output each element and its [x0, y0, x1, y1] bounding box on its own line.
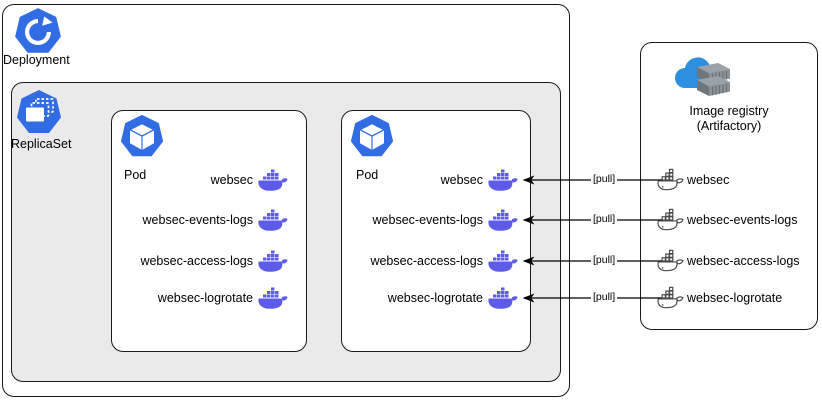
cloud-container-registry-icon [675, 57, 730, 96]
registry-image-row[interactable]: websec-access-logs [655, 244, 800, 278]
image-registry-label: Image registry (Artifactory) [640, 104, 818, 134]
container-row[interactable]: websec [348, 163, 518, 197]
container-row[interactable]: websec [118, 163, 288, 197]
container-name: websec-events-logs [142, 213, 253, 227]
registry-image-name: websec-logrotate [687, 291, 783, 305]
container-row[interactable]: websec-logrotate [348, 281, 518, 315]
container-row[interactable]: websec-events-logs [348, 203, 518, 237]
docker-outline-icon [657, 249, 684, 272]
container-name: websec-access-logs [370, 254, 483, 268]
kubernetes-deployment-icon [15, 8, 61, 53]
docker-icon [488, 250, 518, 272]
docker-icon [488, 169, 518, 191]
container-name: websec [440, 173, 483, 187]
kubernetes-pod-icon [120, 114, 164, 157]
pull-label: [pull] [591, 173, 618, 185]
container-row[interactable]: websec-logrotate [118, 281, 288, 315]
registry-title-line1: Image registry [689, 104, 769, 118]
pull-label: [pull] [591, 213, 618, 225]
docker-icon [258, 287, 288, 309]
pull-label: [pull] [591, 254, 618, 266]
pod-label-1: Pod [124, 168, 147, 182]
container-row[interactable]: websec-access-logs [118, 244, 288, 278]
container-row[interactable]: websec-access-logs [348, 244, 518, 278]
replicaset-label: ReplicaSet [11, 137, 72, 151]
docker-icon [488, 287, 518, 309]
deployment-label: Deployment [3, 53, 70, 67]
pod-label-2: Pod [356, 168, 379, 182]
docker-icon [488, 209, 518, 231]
docker-outline-icon [657, 168, 684, 191]
kubernetes-replicaset-icon [17, 90, 61, 133]
docker-icon [258, 209, 288, 231]
pull-label: [pull] [591, 291, 618, 303]
registry-image-name: websec-events-logs [687, 213, 798, 227]
registry-image-name: websec-access-logs [687, 254, 800, 268]
container-name: websec [210, 173, 253, 187]
registry-title-line2: (Artifactory) [696, 119, 762, 133]
docker-icon [258, 250, 288, 272]
registry-image-row[interactable]: websec [655, 163, 729, 197]
container-name: websec-access-logs [140, 254, 253, 268]
container-row[interactable]: websec-events-logs [118, 203, 288, 237]
docker-icon [258, 169, 288, 191]
docker-outline-icon [657, 286, 684, 309]
registry-image-name: websec [687, 173, 730, 187]
docker-outline-icon [657, 208, 684, 231]
registry-image-row[interactable]: websec-events-logs [655, 203, 797, 237]
container-name: websec-logrotate [157, 291, 253, 305]
kubernetes-pod-icon [350, 114, 394, 157]
registry-image-row[interactable]: websec-logrotate [655, 281, 782, 315]
container-name: websec-logrotate [387, 291, 483, 305]
container-name: websec-events-logs [372, 213, 483, 227]
